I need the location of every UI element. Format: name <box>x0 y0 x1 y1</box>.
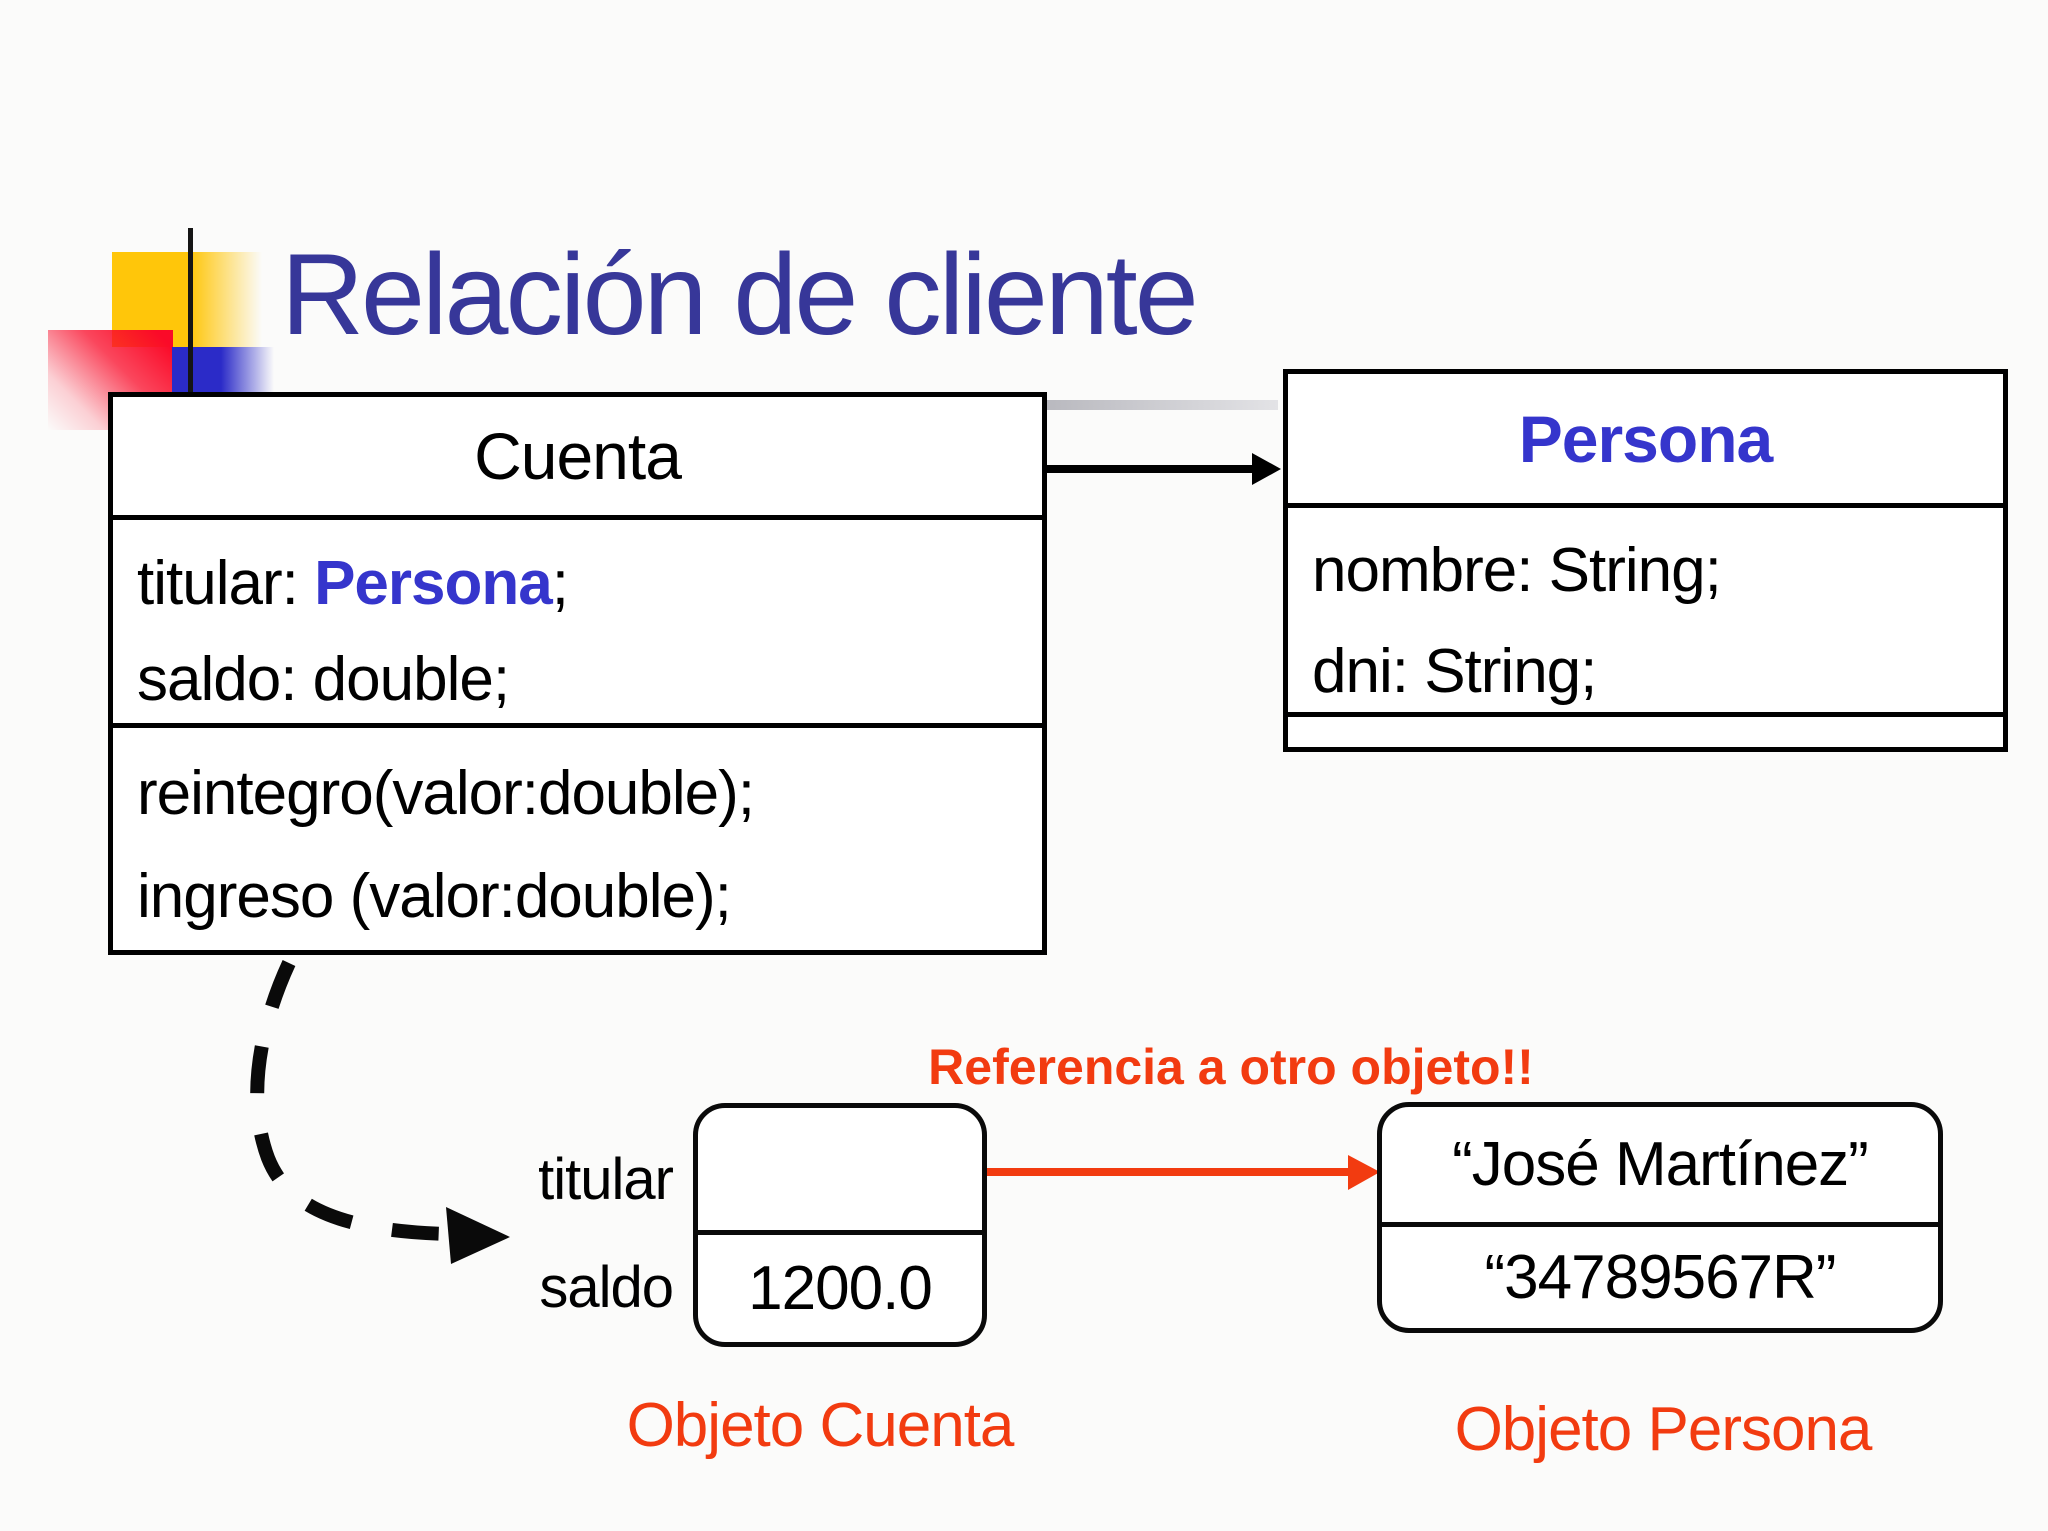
attribute-titular-prefix: titular: <box>137 549 315 619</box>
cuenta-object-titular-slot <box>698 1108 982 1235</box>
persona-object-dni-value: “34789567R” <box>1484 1243 1837 1312</box>
class-box-cuenta: Cuenta titular: Persona; saldo: double; … <box>108 392 1047 955</box>
reference-annotation: Referencia a otro objeto!! <box>928 1039 1534 1095</box>
attribute-titular-suffix: ; <box>551 549 569 619</box>
gray-shadow-connector <box>1047 400 1278 410</box>
object-box-persona: “José Martínez” “34789567R” <box>1377 1102 1943 1333</box>
caption-objeto-persona: Objeto Persona <box>1454 1395 1873 1464</box>
cuenta-methods: reintegro(valor:double); ingreso (valor:… <box>113 723 1042 950</box>
class-title-cuenta: Cuenta <box>474 419 682 494</box>
cuenta-object-saldo-value: 1200.0 <box>748 1254 933 1323</box>
persona-empty-compartment <box>1288 712 2003 747</box>
field-label-titular: titular <box>538 1147 674 1212</box>
attribute-titular: titular: Persona; <box>137 536 1042 632</box>
attribute-dni: dni: String; <box>1312 637 1597 706</box>
accent-vertical-line <box>188 228 193 393</box>
slide-title: Relación de cliente <box>281 231 1199 359</box>
object-box-cuenta: 1200.0 <box>693 1103 987 1347</box>
persona-attributes: nombre: String; dni: String; <box>1288 503 2003 712</box>
caption-objeto-cuenta: Objeto Cuenta <box>626 1391 1015 1460</box>
attribute-saldo: saldo: double; <box>137 645 510 715</box>
field-label-saldo: saldo <box>539 1255 674 1320</box>
class-title-persona: Persona <box>1518 401 1773 476</box>
persona-object-nombre-value: “José Martínez” <box>1382 1107 1938 1227</box>
method-ingreso: ingreso (valor:double); <box>137 862 732 932</box>
method-reintegro: reintegro(valor:double); <box>137 759 755 829</box>
association-arrow-cuenta-persona <box>1047 453 1281 485</box>
cuenta-attributes: titular: Persona; saldo: double; <box>113 515 1042 723</box>
dashed-instance-arrow <box>250 960 510 1264</box>
attribute-nombre: nombre: String; <box>1312 536 1722 605</box>
class-box-persona: Persona nombre: String; dni: String; <box>1283 369 2008 752</box>
attribute-titular-type: Persona <box>314 549 553 619</box>
